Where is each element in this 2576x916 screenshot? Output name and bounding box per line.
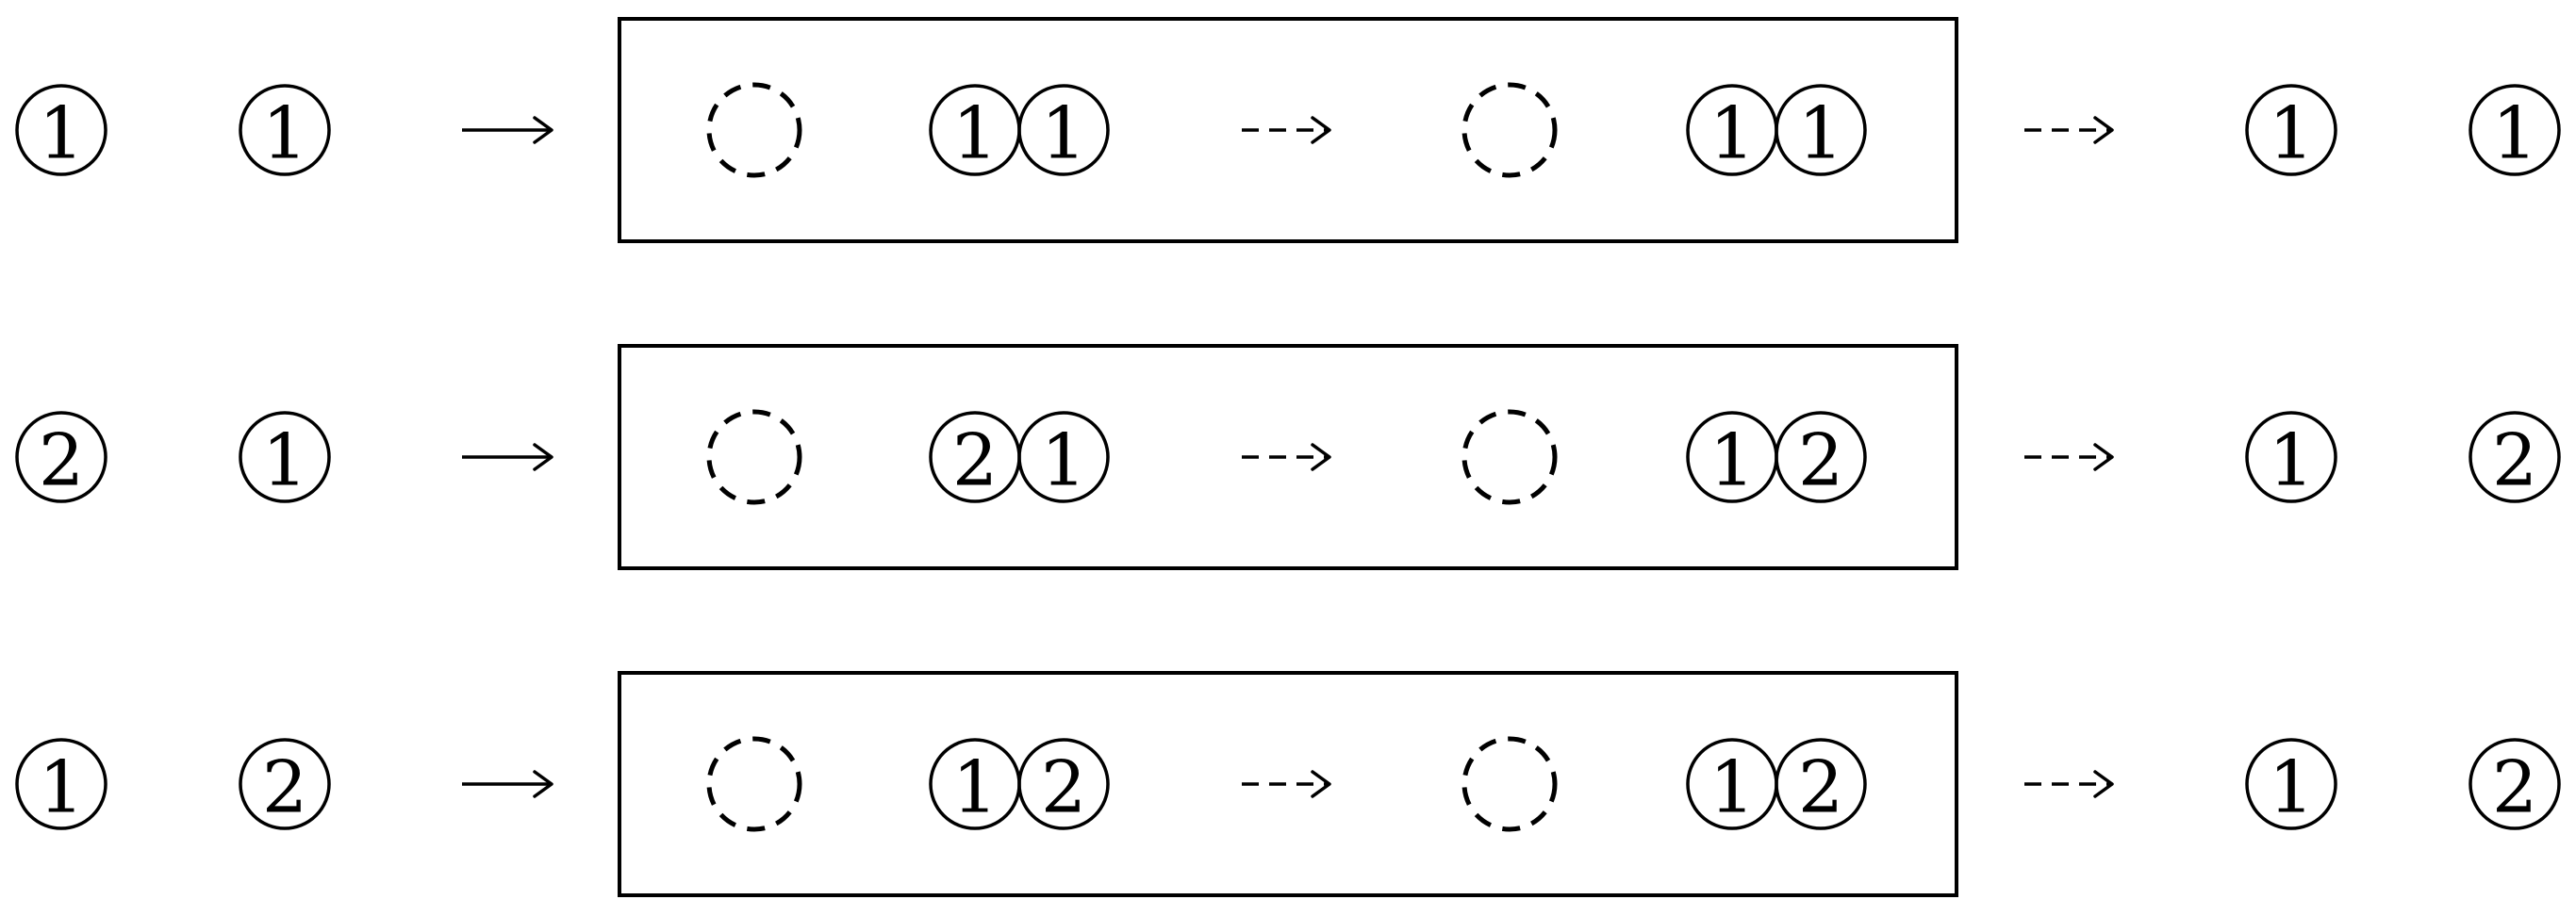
merge-panel <box>618 344 1958 570</box>
solid-arrow <box>462 443 553 471</box>
node-label: 1 <box>1709 745 1755 829</box>
merged-pair-after: 1 1 <box>1686 84 1867 176</box>
node-label: 1 <box>2492 91 2537 175</box>
output-node-2: 2 <box>2469 411 2561 503</box>
dashed-arrow <box>1242 443 1331 471</box>
dashed-arrow <box>1242 770 1331 798</box>
node-label: 2 <box>2492 745 2537 829</box>
node-label: 1 <box>39 91 84 175</box>
input-node-1: 1 <box>15 84 107 176</box>
input-node-2: 2 <box>239 738 331 830</box>
empty-slot <box>706 736 802 832</box>
merge-panel <box>618 17 1958 243</box>
dashed-arrow <box>2024 116 2114 144</box>
node-label: 2 <box>1798 745 1843 829</box>
node-label: 1 <box>262 418 307 502</box>
empty-slot <box>1461 736 1558 832</box>
row-3: 1 2 1 2 <box>15 671 2561 897</box>
empty-slot <box>706 409 802 505</box>
input-node-2: 1 <box>239 411 331 503</box>
dashed-arrow <box>2024 443 2114 471</box>
merged-pair: 1 1 <box>929 84 1110 176</box>
merged-pair-after: 1 2 <box>1686 411 1867 503</box>
output-node-1: 1 <box>2245 738 2337 830</box>
output-node-1: 1 <box>2245 84 2337 176</box>
solid-arrow <box>462 770 553 798</box>
output-node-2: 2 <box>2469 738 2561 830</box>
merged-pair: 1 2 <box>929 738 1110 830</box>
empty-slot <box>706 82 802 178</box>
dashed-arrow <box>1242 116 1331 144</box>
node-label: 2 <box>39 418 84 502</box>
node-label: 1 <box>2269 745 2314 829</box>
node-label: 1 <box>39 745 84 829</box>
node-label: 2 <box>262 745 307 829</box>
node-label: 1 <box>1798 91 1843 175</box>
output-node-1: 1 <box>2245 411 2337 503</box>
node-label: 1 <box>262 91 307 175</box>
input-node-1: 1 <box>15 738 107 830</box>
input-node-1: 2 <box>15 411 107 503</box>
row-2: 2 1 2 1 <box>15 344 2561 570</box>
node-label: 1 <box>1709 91 1755 175</box>
node-label: 1 <box>1709 418 1755 502</box>
merged-pair-after: 1 2 <box>1686 738 1867 830</box>
output-node-2: 1 <box>2469 84 2561 176</box>
node-label: 1 <box>952 91 998 175</box>
node-label: 2 <box>1798 418 1843 502</box>
node-label: 1 <box>1041 418 1086 502</box>
dashed-arrow <box>2024 770 2114 798</box>
empty-slot <box>1461 409 1558 505</box>
solid-arrow <box>462 116 553 144</box>
node-label: 1 <box>952 745 998 829</box>
node-label: 2 <box>952 418 998 502</box>
node-label: 2 <box>1041 745 1086 829</box>
node-label: 2 <box>2492 418 2537 502</box>
node-label: 1 <box>1041 91 1086 175</box>
empty-slot <box>1461 82 1558 178</box>
node-label: 1 <box>2269 418 2314 502</box>
input-node-2: 1 <box>239 84 331 176</box>
node-label: 1 <box>2269 91 2314 175</box>
merged-pair: 2 1 <box>929 411 1110 503</box>
merge-panel <box>618 671 1958 897</box>
row-1: 1 1 1 1 <box>15 17 2561 243</box>
